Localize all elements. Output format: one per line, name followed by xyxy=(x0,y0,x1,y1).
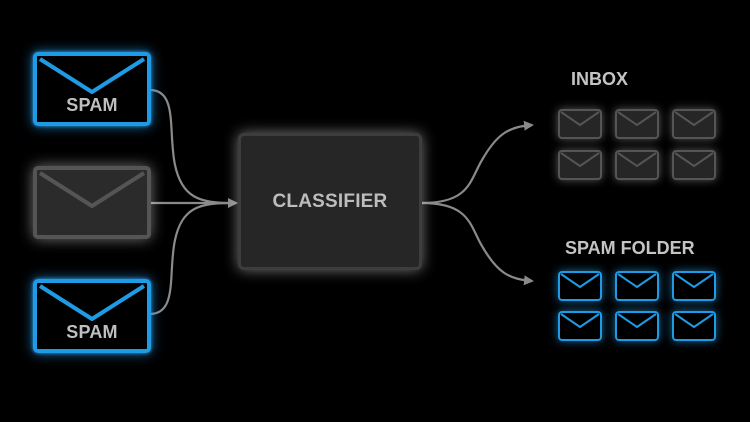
envelope-icon xyxy=(38,57,146,94)
spam-folder-email xyxy=(615,271,659,301)
spam-folder-email xyxy=(672,311,716,341)
spam-folder-email xyxy=(558,271,602,301)
inbox-email xyxy=(558,150,602,180)
envelope-icon xyxy=(674,111,714,127)
spam-folder-email xyxy=(672,271,716,301)
inbox-email xyxy=(558,109,602,139)
connector-top-input xyxy=(149,88,233,205)
envelope-icon xyxy=(38,284,146,321)
input-email-spam-1: SPAM xyxy=(33,52,151,126)
classifier-label: CLASSIFIER xyxy=(272,190,388,212)
inbox-email xyxy=(672,150,716,180)
envelope-icon xyxy=(38,171,146,208)
inbox-email xyxy=(615,109,659,139)
envelope-icon xyxy=(560,313,600,329)
spam-folder-email xyxy=(558,311,602,341)
inbox-email xyxy=(615,150,659,180)
envelope-icon xyxy=(560,273,600,289)
envelope-icon xyxy=(617,152,657,168)
envelope-icon xyxy=(617,111,657,127)
envelope-icon xyxy=(674,152,714,168)
connector-bottom-input xyxy=(149,201,233,316)
spam-folder-heading: SPAM FOLDER xyxy=(565,238,695,258)
input-email-label: SPAM xyxy=(66,322,118,342)
envelope-icon xyxy=(617,273,657,289)
classifier-box: CLASSIFIER xyxy=(238,133,422,270)
connector-to-inbox xyxy=(421,120,534,205)
envelope-icon xyxy=(560,111,600,127)
input-email-legit xyxy=(33,166,151,239)
connector-to-spam xyxy=(421,201,534,286)
envelope-icon xyxy=(617,313,657,329)
inbox-email xyxy=(672,109,716,139)
envelope-icon xyxy=(674,313,714,329)
inbox-heading: INBOX xyxy=(571,69,629,89)
spam-folder-email xyxy=(615,311,659,341)
envelope-icon xyxy=(674,273,714,289)
envelope-icon xyxy=(560,152,600,168)
input-email-spam-2: SPAM xyxy=(33,279,151,353)
input-email-label: SPAM xyxy=(66,95,118,115)
